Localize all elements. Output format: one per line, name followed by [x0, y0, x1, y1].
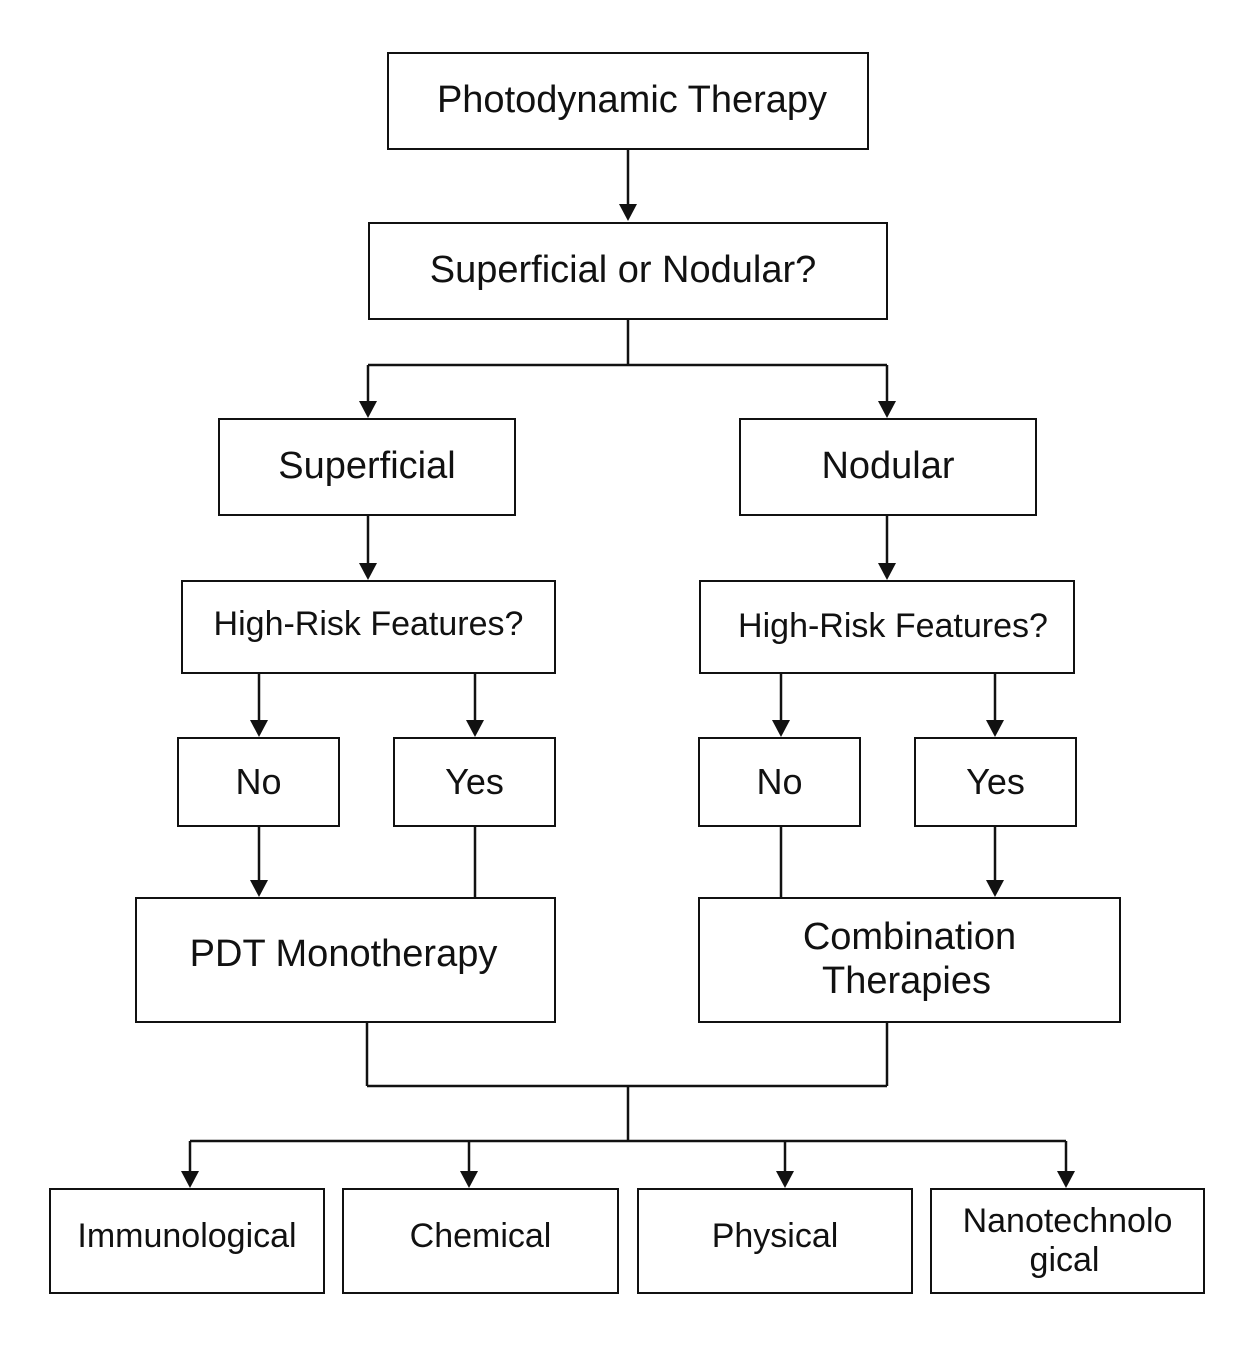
- node-superficial: Superficial: [218, 418, 516, 516]
- node-nodular-yes: Yes: [914, 737, 1077, 827]
- arrowhead: [460, 1171, 478, 1188]
- node-nodular-high-risk: High-Risk Features?: [699, 580, 1075, 674]
- node-label-line-2: Therapies: [822, 960, 991, 1002]
- node-nodular-no: No: [698, 737, 861, 827]
- arrowhead: [359, 401, 377, 418]
- node-combination-therapies: Combination Therapies: [698, 897, 1121, 1023]
- node-label: Photodynamic Therapy: [436, 79, 828, 122]
- node-label-line-1: Nanotechnolo: [962, 1201, 1173, 1240]
- node-nanotechnological: Nanotechnolo gical: [930, 1188, 1205, 1294]
- node-label-line-1: Combination: [802, 916, 1017, 959]
- arrowhead: [250, 880, 268, 897]
- node-label: No: [756, 761, 803, 803]
- node-physical: Physical: [637, 1188, 913, 1294]
- arrowhead: [986, 720, 1004, 737]
- arrowhead: [181, 1171, 199, 1188]
- arrowhead: [359, 563, 377, 580]
- node-pdt-monotherapy: PDT Monotherapy: [135, 897, 556, 1023]
- node-label: Superficial or Nodular?: [429, 249, 817, 292]
- arrowhead: [466, 720, 484, 737]
- node-superficial-or-nodular: Superficial or Nodular?: [368, 222, 888, 320]
- node-label: High-Risk Features?: [738, 607, 1048, 646]
- node-photodynamic-therapy: Photodynamic Therapy: [387, 52, 869, 150]
- arrowhead: [878, 401, 896, 418]
- arrowhead: [250, 720, 268, 737]
- node-label: Immunological: [77, 1217, 297, 1256]
- arrowhead: [776, 1171, 794, 1188]
- arrowhead: [878, 563, 896, 580]
- node-label: No: [235, 761, 282, 803]
- node-label: Chemical: [409, 1217, 552, 1256]
- node-label: High-Risk Features?: [213, 605, 524, 644]
- arrowhead: [986, 880, 1004, 897]
- node-chemical: Chemical: [342, 1188, 619, 1294]
- arrowhead: [619, 204, 637, 221]
- node-label: Physical: [711, 1217, 839, 1256]
- node-label: Nodular: [821, 445, 955, 488]
- node-label: Yes: [445, 761, 504, 803]
- node-label: PDT Monotherapy: [189, 933, 498, 976]
- node-superficial-no: No: [177, 737, 340, 827]
- node-label-line-2: gical: [1029, 1241, 1100, 1279]
- node-label: Yes: [966, 761, 1025, 803]
- node-superficial-yes: Yes: [393, 737, 556, 827]
- arrowhead: [772, 720, 790, 737]
- node-nodular: Nodular: [739, 418, 1037, 516]
- node-superficial-high-risk: High-Risk Features?: [181, 580, 556, 674]
- node-immunological: Immunological: [49, 1188, 325, 1294]
- node-label: Superficial: [278, 445, 456, 488]
- arrowhead: [1057, 1171, 1075, 1188]
